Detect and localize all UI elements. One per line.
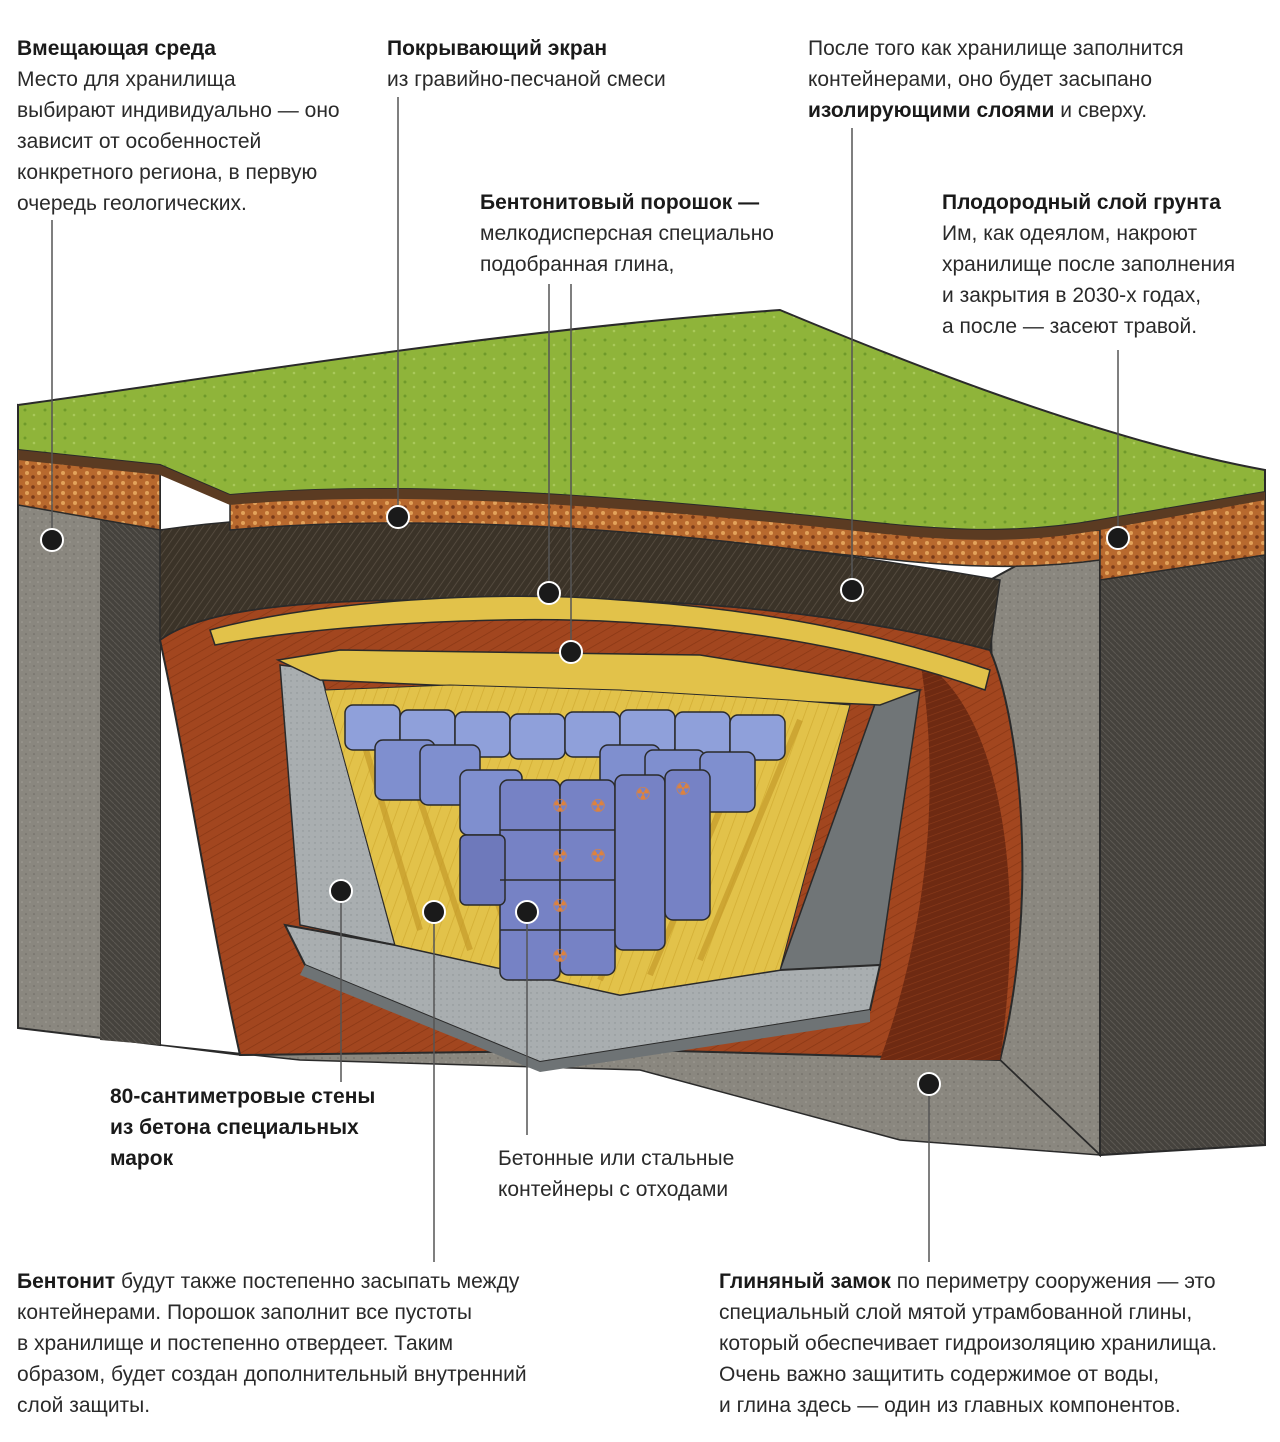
svg-text:☢: ☢ bbox=[635, 784, 651, 805]
label-host-line: очередь геологических. bbox=[17, 192, 247, 215]
label-clay-lock-line: и глина здесь — один из главных компонен… bbox=[719, 1394, 1181, 1417]
marker-dot-icon bbox=[40, 505, 1130, 1096]
label-clay-lock-line: который обеспечивает гидроизоляцию храни… bbox=[719, 1332, 1218, 1355]
label-containers-line: Бетонные или стальные bbox=[498, 1147, 735, 1170]
label-topsoil-line: Им, как одеялом, накроют bbox=[942, 222, 1198, 245]
label-isolating-bold: изолирующими слоями bbox=[808, 99, 1055, 122]
label-concrete-walls: 80-сантиметровые стены из бетона специал… bbox=[110, 1081, 440, 1174]
label-isolating-line: контейнерами, оно будет засыпано bbox=[808, 68, 1153, 91]
radiation-icon: ☢ ☢ ☢ ☢ ☢ ☢ ☢ ☢ bbox=[552, 779, 691, 967]
host-rock-left-face bbox=[100, 430, 160, 1045]
label-clay-lock-line: Глиняный замок по периметру сооружения —… bbox=[719, 1266, 1274, 1297]
label-bentonite-powder-title: Бентонитовый порошок — bbox=[480, 191, 760, 214]
label-host-line: зависит от особенностей bbox=[17, 130, 262, 153]
label-topsoil-line: хранилище после заполнения bbox=[942, 253, 1236, 276]
waste-containers bbox=[344, 704, 786, 981]
label-cover-line: из гравийно-песчаной смеси bbox=[387, 68, 666, 91]
label-clay-lock-line: Очень важно защитить содержимое от воды, bbox=[719, 1363, 1160, 1386]
svg-text:☢: ☢ bbox=[675, 779, 691, 800]
bentonite-lid bbox=[275, 649, 923, 706]
label-bentonite-fill-first: будут также постепенно засыпать между bbox=[115, 1270, 520, 1293]
label-walls-line: из бетона специальных bbox=[110, 1116, 359, 1139]
label-bentonite-fill-line: в хранилище и постепенно отвердеет. Таки… bbox=[17, 1332, 454, 1355]
label-bentonite-powder: Бентонитовый порошок — мелкодисперсная с… bbox=[480, 187, 840, 280]
label-walls-line: 80-сантиметровые стены bbox=[110, 1085, 376, 1108]
label-topsoil: Плодородный слой грунта Им, как одеялом,… bbox=[942, 187, 1272, 342]
label-cover-screen: Покрывающий экран из гравийно-песчаной с… bbox=[387, 33, 767, 95]
svg-text:☢: ☢ bbox=[552, 896, 568, 917]
label-bentonite-fill-line: образом, будет создан дополнительный вну… bbox=[17, 1363, 527, 1386]
label-bentonite-fill-line: слой защиты. bbox=[17, 1394, 151, 1417]
label-bentonite-powder-line: подобранная глина, bbox=[480, 253, 675, 276]
label-walls-line: марок bbox=[110, 1147, 174, 1170]
svg-text:☢: ☢ bbox=[552, 946, 568, 967]
label-bentonite-fill-line: Бентонит будут также постепенно засыпать… bbox=[17, 1266, 617, 1297]
label-clay-lock-bold: Глиняный замок bbox=[719, 1270, 891, 1293]
label-isolating-layers: После того как хранилище заполнится конт… bbox=[808, 33, 1268, 126]
concrete-slab-front bbox=[300, 965, 870, 1072]
label-bentonite-fill-line: контейнерами. Порошок заполнит все пусто… bbox=[17, 1301, 472, 1324]
label-containers-line: контейнеры с отходами bbox=[498, 1178, 729, 1201]
topsoil-grass bbox=[17, 308, 1266, 531]
label-topsoil-line: а после — засеют травой. bbox=[942, 315, 1198, 338]
clay-lock-right-shade bbox=[880, 660, 1011, 1060]
topsoil-roots bbox=[18, 450, 1265, 540]
label-host-line: Место для хранилища bbox=[17, 68, 236, 91]
label-topsoil-line: и закрытия в 2030-х годах, bbox=[942, 284, 1202, 307]
svg-text:☢: ☢ bbox=[590, 846, 606, 867]
label-bentonite-fill-bold: Бентонит bbox=[17, 1270, 116, 1293]
host-rock-right bbox=[1099, 488, 1266, 1157]
label-bentonite-powder-line: мелкодисперсная специально bbox=[480, 222, 774, 245]
label-host-line: конкретного региона, в первую bbox=[17, 161, 318, 184]
bentonite-band bbox=[209, 595, 991, 691]
label-clay-lock: Глиняный замок по периметру сооружения —… bbox=[719, 1266, 1274, 1421]
label-host-medium: Вмещающая среда Место для хранилища выби… bbox=[17, 33, 387, 219]
label-topsoil-title: Плодородный слой грунта bbox=[942, 191, 1221, 214]
label-clay-lock-line: специальный слой мятой утрамбованной гли… bbox=[719, 1301, 1193, 1324]
label-bentonite-fill: Бентонит будут также постепенно засыпать… bbox=[17, 1266, 617, 1421]
label-host-title: Вмещающая среда bbox=[17, 37, 216, 60]
label-isolating-line: После того как хранилище заполнится bbox=[808, 37, 1184, 60]
label-isolating-line: изолирующими слоями и сверху. bbox=[808, 95, 1268, 126]
label-clay-lock-first: по периметру сооружения — это bbox=[890, 1270, 1216, 1293]
label-containers: Бетонные или стальные контейнеры с отход… bbox=[498, 1143, 818, 1205]
leader-lines bbox=[51, 97, 1119, 1262]
label-isolating-tail: и сверху. bbox=[1054, 99, 1148, 122]
label-cover-title: Покрывающий экран bbox=[387, 37, 608, 60]
svg-text:☢: ☢ bbox=[552, 796, 568, 817]
svg-text:☢: ☢ bbox=[552, 846, 568, 867]
svg-text:☢: ☢ bbox=[590, 796, 606, 817]
label-host-line: выбирают индивидуально — оно bbox=[17, 99, 340, 122]
